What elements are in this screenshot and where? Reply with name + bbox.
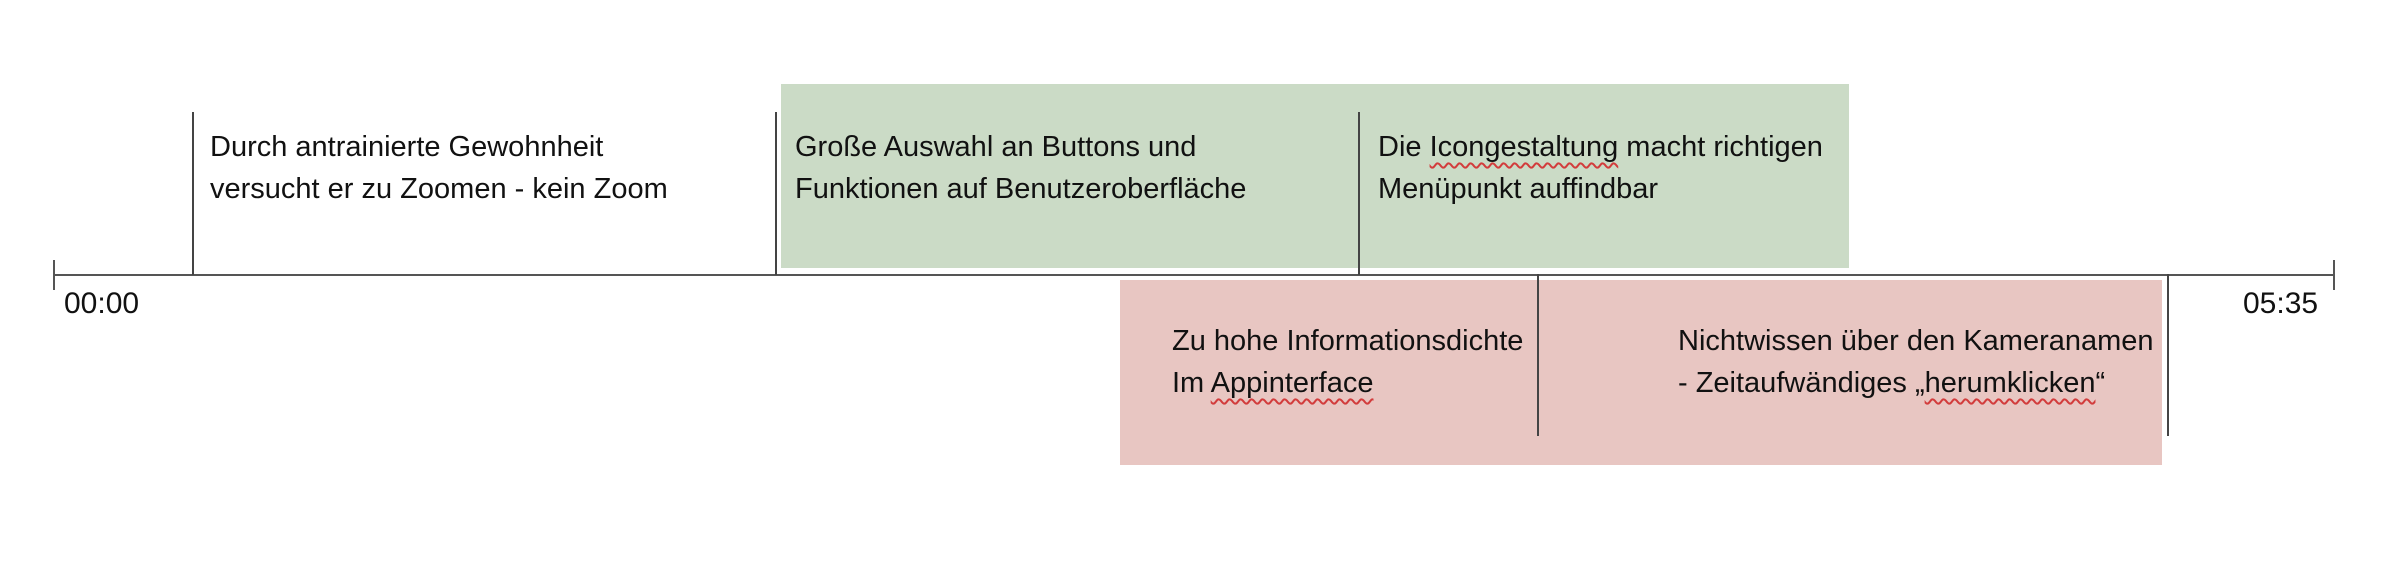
timeline-end-label: 05:35 — [2243, 287, 2319, 320]
event-label-habit-zoom: Durch antrainierte Gewohnheit versucht e… — [210, 126, 668, 210]
timeline-end-tick — [2333, 260, 2335, 290]
text-fragment: “ — [2095, 367, 2106, 399]
text-fragment: Im — [1172, 367, 1211, 399]
timeline-start-label: 00:00 — [64, 287, 140, 320]
event-text-line: - Zeitaufwändiges „herumklicken“ — [1678, 362, 2154, 404]
text-fragment: macht richtigen — [1618, 131, 1823, 163]
negative-findings-band — [1120, 280, 2162, 465]
spellcheck-flagged-word: herumklicken — [1924, 367, 2096, 399]
event-text-line: Funktionen auf Benutzeroberfläche — [795, 173, 1247, 205]
event-marker-habit-zoom — [192, 112, 194, 275]
event-marker-camera-names — [2167, 274, 2169, 436]
positive-findings-band — [781, 84, 1849, 268]
event-marker-many-buttons — [775, 112, 777, 275]
timeline-axis — [54, 274, 2335, 276]
timeline-start-tick — [53, 260, 55, 290]
event-marker-icon-design — [1358, 112, 1360, 275]
event-text-line: Nichtwissen über den Kameranamen — [1678, 325, 2154, 357]
event-label-many-buttons: Große Auswahl an Buttons und Funktionen … — [795, 126, 1246, 210]
text-fragment: Die — [1378, 131, 1430, 163]
event-text-line: Menüpunkt auffindbar — [1378, 173, 1659, 205]
spellcheck-flagged-word: Appinterface — [1210, 367, 1374, 399]
event-text-line: Durch antrainierte Gewohnheit — [210, 131, 604, 163]
event-label-camera-names: Nichtwissen über den Kameranamen - Zeita… — [1678, 320, 2154, 404]
event-text-line: Die Icongestaltung macht richtigen — [1378, 126, 1823, 168]
event-text-line: Zu hohe Informationsdichte — [1172, 325, 1524, 357]
event-label-info-density: Zu hohe Informationsdichte Im Appinterfa… — [1172, 320, 1523, 404]
event-text-line: Im Appinterface — [1172, 362, 1523, 404]
text-fragment: - Zeitaufwändiges „ — [1678, 367, 1925, 399]
event-marker-info-density — [1537, 274, 1539, 436]
event-text-line: versucht er zu Zoomen - kein Zoom — [210, 173, 668, 205]
spellcheck-flagged-word: Icongestaltung — [1429, 131, 1619, 163]
event-text-line: Große Auswahl an Buttons und — [795, 131, 1197, 163]
event-label-icon-design: Die Icongestaltung macht richtigen Menüp… — [1378, 126, 1823, 210]
